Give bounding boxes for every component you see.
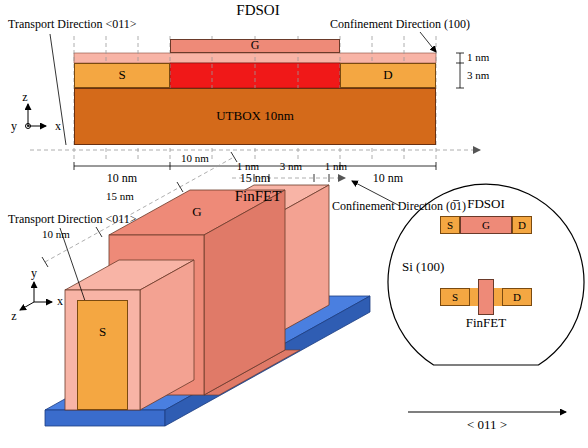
figure-title: FinFET — [235, 188, 282, 205]
direction-label: Transport Direction <011> — [8, 213, 137, 226]
mini-gate-bar — [478, 279, 494, 315]
axis-label: x — [55, 120, 61, 133]
dimension-label: 3 nm — [280, 160, 302, 172]
axis-label: z — [22, 91, 27, 104]
drain-region: D — [340, 63, 436, 88]
axis-label: y — [11, 120, 17, 133]
dimension-label: 1 nm — [237, 160, 259, 172]
dimension-label: 10 nm — [42, 228, 70, 240]
mini-drain: D — [502, 288, 532, 306]
dimension-label: 10 nm — [373, 172, 403, 185]
node-text: D — [383, 68, 392, 82]
node-text: G — [482, 219, 490, 231]
direction-label: Confinement Direction (0̅1) — [332, 200, 466, 213]
dimension-label: 10 nm — [181, 152, 209, 164]
node-text: D — [518, 219, 526, 231]
axis-label: x — [57, 295, 63, 308]
finfet-source: S — [77, 300, 128, 410]
source-region: S — [74, 63, 170, 88]
node-text: G — [192, 205, 201, 219]
mini-source: S — [440, 216, 460, 234]
dimension-label: 1 nm — [467, 51, 489, 63]
finfet-gate-label-area: G — [185, 203, 209, 221]
node-text: S — [118, 68, 125, 82]
utbox-layer: UTBOX 10nm — [74, 88, 436, 145]
direction-label: Transport Direction <011> — [8, 18, 137, 31]
mini-finfet: FinFETSD — [440, 288, 532, 306]
node-text: Si (100) — [402, 260, 444, 274]
axis-label: y — [31, 267, 37, 280]
axis-label: z — [11, 310, 16, 323]
gate-electrode: G — [170, 39, 340, 53]
direction-label: Confinement Direction (100) — [330, 18, 470, 31]
direction-label: < 011 > — [467, 418, 507, 432]
node-text: S — [78, 325, 127, 339]
node-text: D — [513, 291, 521, 303]
node-text: UTBOX 10nm — [216, 109, 294, 123]
mini-drain: D — [512, 216, 532, 234]
dimension-label: 15 nm — [240, 172, 270, 185]
node-text: G — [251, 39, 260, 52]
dimension-label: 1 nm — [325, 160, 347, 172]
figure-title: FDSOI — [236, 2, 279, 19]
mini-gate: G — [460, 216, 512, 234]
mini-fdsoi: FDSOISGD — [440, 216, 532, 234]
dimension-label: 10 nm — [107, 172, 137, 185]
node-text: S — [452, 291, 458, 303]
dimension-label: 15 nm — [106, 190, 134, 202]
node-text: S — [447, 219, 453, 231]
dimension-label: 3 nm — [467, 69, 489, 81]
mini-source: S — [440, 288, 470, 306]
node-text: FinFET — [440, 316, 532, 330]
